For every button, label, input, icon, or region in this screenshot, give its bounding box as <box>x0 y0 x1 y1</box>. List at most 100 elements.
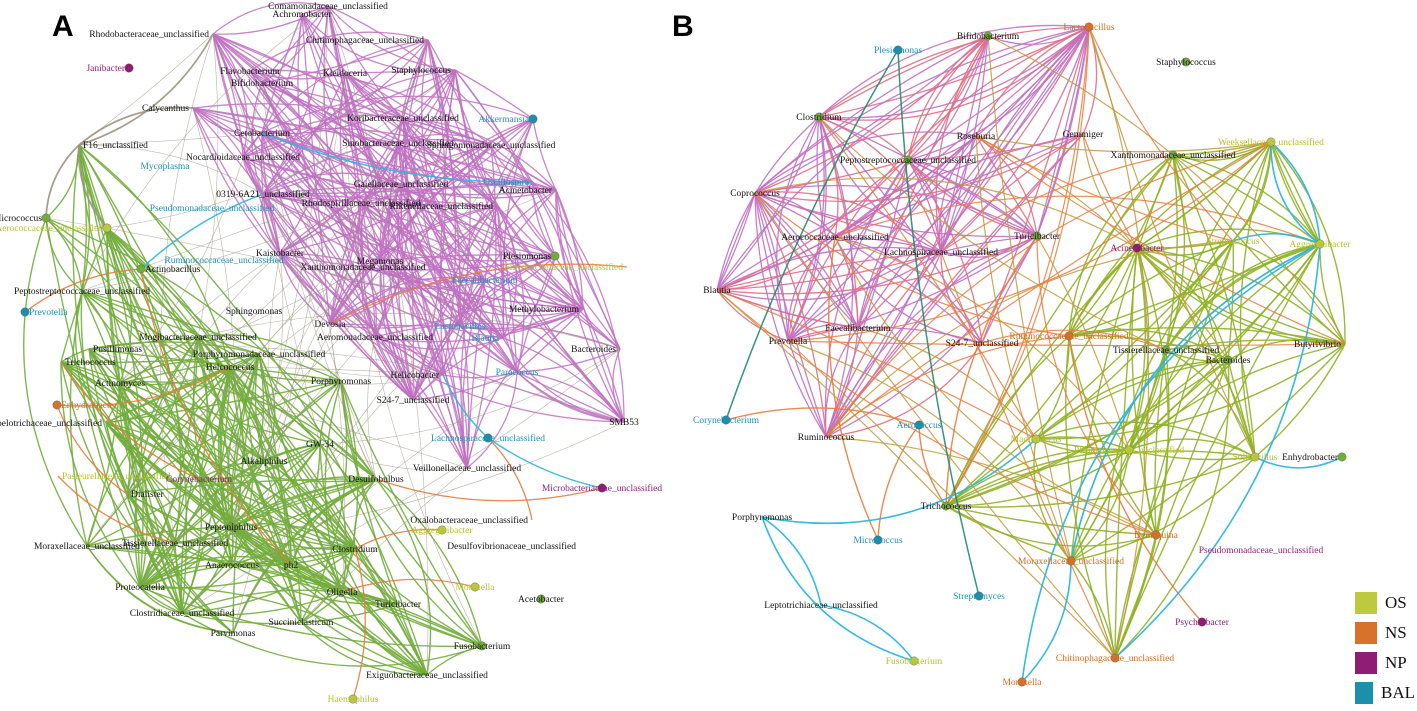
network-edge <box>340 380 483 647</box>
network-edge <box>427 39 498 207</box>
network-edge <box>86 189 557 547</box>
legend-swatch-os <box>1355 592 1377 614</box>
network-edge <box>88 336 199 350</box>
network-edge <box>367 336 377 480</box>
network-edge <box>532 118 557 191</box>
network-edge <box>362 266 376 338</box>
node-label: Desulfovibrionaceae_unclassified <box>447 541 576 552</box>
node-label: Solibacillus <box>1233 453 1278 463</box>
network-edge <box>516 371 625 423</box>
panel-b-nodes: PlesiomonasBifidobacteriumLactobacillusS… <box>693 22 1351 688</box>
network-edge <box>834 26 1090 238</box>
network-edge <box>857 26 1090 329</box>
network-node <box>1124 445 1134 455</box>
node-label: F16_unclassified <box>83 140 148 151</box>
network-edge <box>725 407 920 426</box>
network-edge <box>78 144 231 368</box>
network-edge <box>262 193 621 350</box>
network-edge <box>1070 243 1321 562</box>
network-edge <box>78 33 214 146</box>
network-edge <box>119 82 263 384</box>
network-edge <box>1128 243 1321 451</box>
network-edge <box>716 246 942 291</box>
network-edge <box>400 183 557 199</box>
network-edge <box>24 268 142 313</box>
node-label: Pasteurellaceae_unclassified <box>62 471 171 482</box>
network-edge <box>192 107 399 144</box>
network-edge <box>181 371 518 614</box>
node-label: Sphingomonadaceae_unclassified <box>427 140 556 151</box>
network-edge <box>818 24 1090 118</box>
network-edge <box>119 260 381 384</box>
network-edge <box>181 118 534 614</box>
network-edge <box>139 478 200 588</box>
network-edge <box>354 528 443 550</box>
network-edge <box>907 35 989 161</box>
network-edge <box>1172 154 1321 245</box>
node-label: Chitinophagaceae_unclassified <box>1056 653 1174 664</box>
node-label: Mycoplasma <box>140 162 190 172</box>
network-edge <box>290 443 321 566</box>
network-edge <box>987 35 1072 562</box>
network-edge <box>88 348 321 445</box>
network-node <box>814 112 824 122</box>
node-label: Weeksellaceae_unclassified <box>1218 137 1324 148</box>
network-edge <box>57 475 176 544</box>
network-edge <box>1035 359 1229 440</box>
node-label: Faecalibacterium <box>825 324 891 334</box>
node-label: Dialister <box>131 490 165 500</box>
network-edge <box>1082 133 1138 249</box>
network-edge <box>261 69 456 135</box>
network-edge <box>787 159 909 342</box>
network-edge <box>86 545 234 634</box>
legend-item-np: NP <box>1355 648 1415 678</box>
node-label: Planococcaceae_unclassified <box>1074 445 1184 456</box>
network-node <box>41 213 51 223</box>
network-edge <box>754 192 1116 659</box>
network-edge <box>754 131 977 194</box>
legend-swatch-np <box>1355 652 1377 674</box>
network-edge <box>820 604 915 662</box>
network-edge <box>945 26 1090 507</box>
node-label: Koribacteraceae_unclassified <box>347 113 459 124</box>
network-edge <box>319 443 468 471</box>
network-edge <box>301 13 331 325</box>
network-edge <box>454 69 534 120</box>
network-edge <box>119 353 260 386</box>
network-edge <box>402 117 504 339</box>
network-edge <box>907 35 989 161</box>
network-node <box>974 591 984 601</box>
network-edge <box>262 39 429 195</box>
network-edge <box>834 236 983 344</box>
network-edge <box>1128 449 1256 461</box>
network-node <box>1084 22 1094 32</box>
network-edge <box>459 308 584 330</box>
network-edge <box>181 612 483 667</box>
network-edge <box>139 586 483 648</box>
node-label: Exiguobacteraceae_unclassified <box>366 670 488 681</box>
network-edge <box>261 132 518 373</box>
network-node <box>941 501 951 511</box>
network-edge <box>232 325 461 634</box>
network-edge <box>1165 154 1186 351</box>
network-node <box>348 694 358 704</box>
network-edge <box>327 5 456 71</box>
network-edge <box>716 251 942 301</box>
network-edge <box>825 235 1038 438</box>
network-edge <box>940 35 989 253</box>
node-label: Ruminococcus <box>798 433 855 443</box>
network-edge <box>454 69 621 350</box>
network-edge <box>1239 141 1272 458</box>
node-label: Sinobacteraceae_unclassified <box>342 138 454 149</box>
network-edge <box>754 159 909 194</box>
node-label: Clostridiaceae_unclassified <box>130 608 235 619</box>
panel-a-edges <box>23 2 628 700</box>
node-label: Kaistobacter <box>256 249 305 259</box>
network-edge <box>1114 359 1229 659</box>
network-edge <box>60 348 90 363</box>
network-edge <box>412 279 486 401</box>
network-edge <box>877 424 920 541</box>
node-label: Acinetobacter <box>499 186 553 196</box>
network-edge <box>1021 243 1321 683</box>
network-edge <box>212 33 625 423</box>
